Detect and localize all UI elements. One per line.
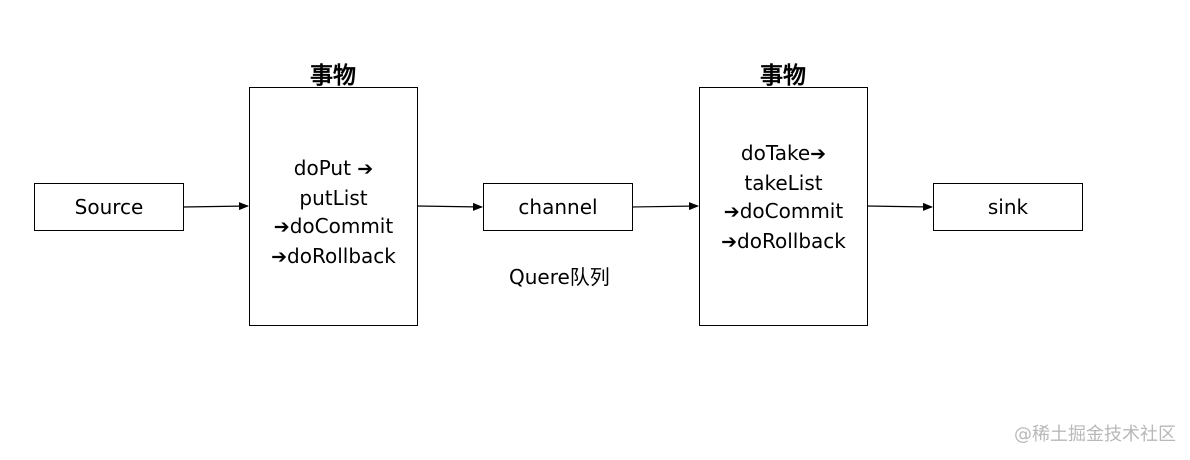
right-arrow-icon: ➔ [810, 143, 827, 165]
right-arrow-icon: ➔ [357, 158, 374, 180]
source-node: Source [34, 183, 184, 231]
right-arrow-icon: ➔ [723, 201, 740, 223]
arrow-put-to-channel [416, 202, 483, 211]
put-line-4-text: doRollback [287, 243, 396, 268]
take-line-1-text: doTake [740, 141, 811, 165]
right-arrow-icon: ➔ [271, 245, 288, 268]
put-line-2-text: putList [299, 185, 368, 210]
right-arrow-icon: ➔ [721, 230, 738, 253]
put-transaction-box: doPut ➔ putList ➔doCommit ➔doRollback [249, 87, 418, 326]
take-transaction-title: 事物 [760, 63, 806, 89]
put-line-4: ➔doRollback [250, 242, 417, 272]
put-transaction-title: 事物 [310, 63, 356, 89]
watermark: @稀土掘金技术社区 [1014, 424, 1176, 445]
take-line-3-text: doCommit [739, 199, 844, 223]
source-label: Source [74, 195, 144, 219]
take-transaction-box: doTake➔ takeList ➔doCommit ➔doRollback [699, 87, 868, 326]
arrow-channel-to-take [631, 202, 699, 211]
arrow-take-to-sink [866, 202, 933, 211]
take-line-2: takeList [700, 169, 867, 198]
right-arrow-icon: ➔ [273, 216, 290, 238]
put-line-1-text: doPut [293, 156, 351, 180]
put-line-2: putList [250, 184, 417, 213]
sink-node: sink [933, 183, 1083, 231]
take-line-4: ➔doRollback [700, 227, 867, 257]
put-line-3: ➔doCommit [250, 212, 417, 242]
put-line-3-text: doCommit [289, 214, 394, 238]
sink-label: sink [987, 195, 1029, 219]
channel-label: channel [518, 195, 598, 219]
put-line-1: doPut ➔ [250, 154, 417, 184]
channel-node: channel [483, 183, 633, 231]
take-line-4-text: doRollback [737, 228, 846, 253]
arrow-source-to-put [182, 202, 249, 211]
take-line-3: ➔doCommit [700, 197, 867, 227]
take-line-1: doTake➔ [700, 139, 867, 169]
take-line-2-text: takeList [744, 170, 823, 195]
queue-label: Quere队列 [509, 265, 610, 289]
